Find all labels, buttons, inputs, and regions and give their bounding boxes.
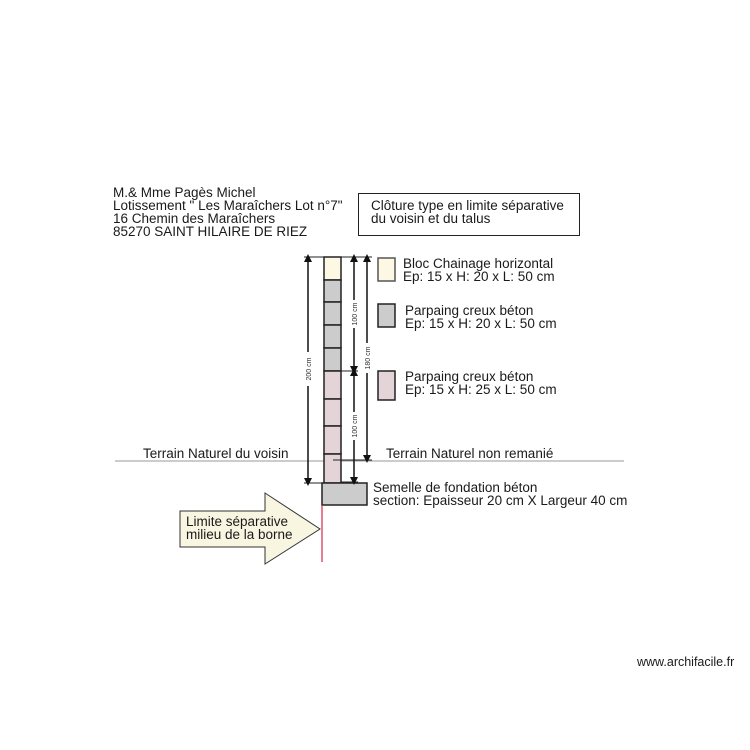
watermark-link[interactable]: www.archifacile.fr [637, 655, 735, 669]
block-pink [323, 370, 342, 400]
legend-1-dims: Ep: 15 x H: 20 x L: 50 cm [403, 269, 555, 284]
boundary-label-1: Limite séparative [186, 514, 289, 529]
dimension-upper-100cm: 100 cm [350, 254, 359, 374]
owner-city: 85270 SAINT HILAIRE DE RIEZ [113, 224, 308, 239]
owner-name: M.& Mme Pagès Michel [113, 185, 256, 200]
block-gray [323, 324, 342, 349]
footing [321, 482, 368, 506]
owner-lot: Lotissement " Les Maraîchers Lot n°7" [113, 198, 343, 213]
block-gray [323, 279, 342, 303]
legend-1-name: Bloc Chainage horizontal [403, 256, 554, 271]
boundary-arrow [179, 492, 321, 565]
block-gray [323, 347, 342, 372]
footing-label: Semelle de fondation béton [373, 480, 538, 495]
title-line-2: du voisin et du talus [371, 211, 491, 226]
ground-label-undisturbed: Terrain Naturel non remanié [386, 446, 554, 461]
legend-swatch-chainage [377, 257, 396, 282]
legend-swatch-gray [377, 303, 396, 328]
wall [323, 256, 342, 484]
svg-text:100 cm: 100 cm [352, 414, 359, 437]
title-line-1: Clôture type en limite séparative [371, 198, 564, 213]
boundary-label-2: milieu de la borne [186, 527, 293, 542]
block-pink [323, 453, 342, 484]
svg-text:200 cm: 200 cm [306, 357, 313, 380]
block-pink [323, 398, 342, 427]
block-gray [323, 301, 342, 326]
footing-section: section: Epaisseur 20 cm X Largeur 40 cm [373, 493, 628, 508]
legend-2-dims: Ep: 15 x H: 20 x L: 50 cm [405, 316, 557, 331]
dimension-lower-100cm: 100 cm [350, 368, 359, 485]
svg-text:100 cm: 100 cm [352, 302, 359, 325]
ground-label-neighbor: Terrain Naturel du voisin [143, 446, 289, 461]
legend-3-dims: Ep: 15 x H: 25 x L: 50 cm [405, 382, 557, 397]
legend-2-name: Parpaing creux béton [405, 303, 534, 318]
owner-street: 16 Chemin des Maraîchers [113, 211, 276, 226]
svg-text:180 cm: 180 cm [365, 346, 372, 369]
chainage-block [323, 256, 342, 281]
title-box: Clôture type en limite séparative du voi… [358, 193, 580, 236]
block-pink [323, 425, 342, 455]
dimension-180cm: 180 cm [363, 254, 372, 463]
legend-swatch-pink [377, 370, 396, 401]
dimension-200cm: 200 cm [304, 254, 313, 486]
legend-3-name: Parpaing creux béton [405, 369, 534, 384]
